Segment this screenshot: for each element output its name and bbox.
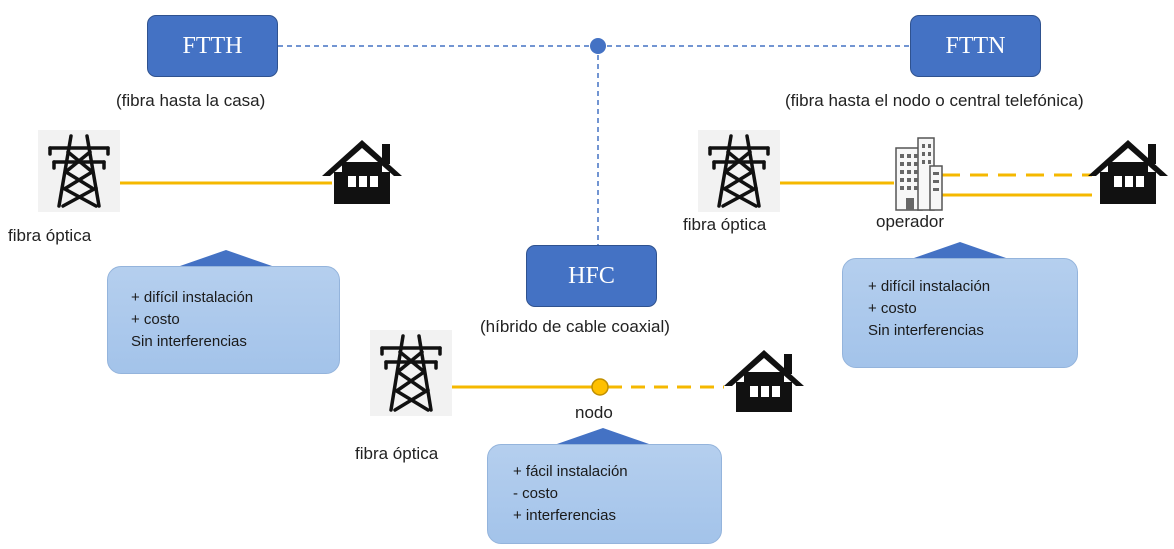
hfc-callout-line: + fácil instalación: [513, 463, 628, 480]
fttn-box-label: FTTN: [945, 32, 1006, 59]
hfc-callout-pointer: [557, 428, 649, 444]
ftth-subtitle: (fibra hasta la casa): [116, 91, 266, 110]
fttn-callout-line: Sin interferencias: [868, 322, 984, 339]
ftth-callout-line: + difícil instalación: [131, 289, 254, 306]
house-icon: [724, 350, 804, 412]
transmission-tower-icon: [38, 130, 120, 212]
node-label: nodo: [575, 403, 613, 422]
ftth-callout-line: Sin interferencias: [131, 333, 247, 350]
fttn-subtitle: (fibra hasta el nodo o central telefónic…: [785, 91, 1084, 110]
fiber-label-right: fibra óptica: [683, 215, 767, 234]
hfc-callout: + fácil instalación - costo + interferen…: [487, 444, 722, 544]
hfc-box: HFC: [526, 245, 657, 307]
house-icon: [322, 140, 402, 204]
hfc-callout-line: + interferencias: [513, 507, 616, 524]
fttn-callout-pointer: [914, 242, 1006, 258]
fttn-callout-line: + costo: [868, 300, 917, 317]
fiber-label-bottom: fibra óptica: [355, 444, 439, 463]
house-icon: [1088, 140, 1168, 204]
office-building-icon: [895, 137, 943, 211]
ftth-callout: + difícil instalación + costo Sin interf…: [107, 266, 340, 374]
transmission-tower-icon: [370, 330, 452, 416]
fttn-callout-line: + difícil instalación: [868, 278, 991, 295]
transmission-tower-icon: [698, 130, 780, 212]
ftth-callout-line: + costo: [131, 311, 180, 328]
ftth-box: FTTH: [147, 15, 278, 77]
fttn-callout: + difícil instalación + costo Sin interf…: [842, 258, 1078, 368]
fiber-label-left: fibra óptica: [8, 226, 92, 245]
operator-label: operador: [876, 212, 945, 231]
hfc-subtitle: (híbrido de cable coaxial): [480, 317, 670, 336]
fttn-box: FTTN: [910, 15, 1041, 77]
hfc-node-dot: [591, 378, 609, 396]
ftth-callout-pointer: [180, 250, 272, 266]
hub-dot: [590, 38, 606, 54]
hfc-callout-line: - costo: [513, 485, 559, 502]
ftth-box-label: FTTH: [182, 32, 243, 59]
hfc-box-label: HFC: [568, 262, 615, 289]
